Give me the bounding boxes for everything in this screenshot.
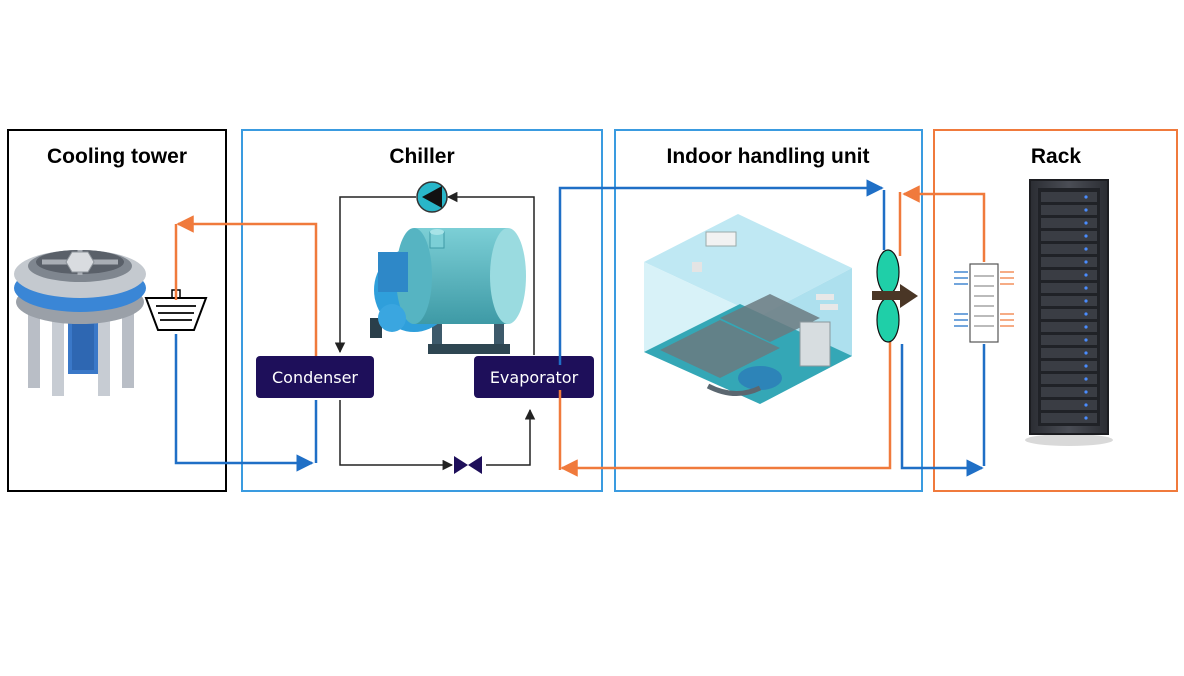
rack-server-slot [1041,205,1097,215]
refrigerant-to-evaporator [486,408,536,466]
rack-box [933,129,1178,492]
cooling-tower-icon [14,250,146,396]
boiler-tank-icon [370,228,526,354]
rack-led [1084,416,1088,420]
cooling-tower-title: Cooling tower [47,145,187,168]
rack-led [1084,195,1088,199]
tower-supply-line [176,215,318,382]
rack-led [1084,377,1088,381]
rack-server-slot [1041,257,1097,267]
cooling-tower-box [7,129,227,492]
rack-led [1084,325,1088,329]
expansion-valve-icon [454,456,482,474]
rack-led [1084,208,1088,212]
rack-server-slot [1041,192,1097,202]
rack-led [1084,273,1088,277]
rack-cold-line [900,344,984,477]
tower-return-line [174,334,314,472]
fan-icon [872,249,918,343]
rack-led [1084,351,1088,355]
rack-server-slot [1041,387,1097,397]
rack-server-slot [1041,374,1097,384]
pump-icon [416,181,448,213]
server-rack-icon [1025,179,1113,446]
chilled-return-line [560,342,892,477]
indoor-unit-title: Indoor handling unit [667,145,870,168]
rack-led [1084,390,1088,394]
rack-server-slot [1041,322,1097,332]
refrigerant-to-pump [446,191,535,355]
rack-server-slot [1041,348,1097,358]
rack-led [1084,221,1088,225]
rack-server-slot [1041,244,1097,254]
rack-server-slot [1041,413,1097,423]
evaporator-component: Evaporator [474,356,594,398]
evaporator-label: Evaporator [490,368,579,387]
rack-heat-exchanger-icon [954,263,1014,343]
rack-title: Rack [1031,145,1082,168]
rack-server-slot [1041,283,1097,293]
rack-led [1084,286,1088,290]
rack-led [1084,338,1088,342]
rack-server-slot [1041,231,1097,241]
rack-server-slot [1041,309,1097,319]
rack-server-slot [1041,270,1097,280]
refrigerant-to-valve [339,400,454,471]
rack-server-slot [1041,218,1097,228]
rack-server-slot [1041,335,1097,345]
rack-led [1084,260,1088,264]
rack-server-slot [1041,296,1097,306]
rack-led [1084,312,1088,316]
rack-server-slot [1041,361,1097,371]
chiller-title: Chiller [389,145,454,168]
chiller-box [241,129,603,492]
rack-led [1084,234,1088,238]
rack-led [1084,299,1088,303]
room-illustration-icon [644,214,852,404]
rack-hot-line [902,185,986,262]
refrigerant-to-condenser [334,196,416,354]
indoor-unit-box [614,129,923,492]
chilled-supply-line [558,179,884,365]
condenser-label: Condenser [272,368,358,387]
rack-server-slot [1041,400,1097,410]
rack-led [1084,247,1088,251]
rack-led [1084,403,1088,407]
rack-led [1084,364,1088,368]
condenser-component: Condenser [256,356,374,398]
